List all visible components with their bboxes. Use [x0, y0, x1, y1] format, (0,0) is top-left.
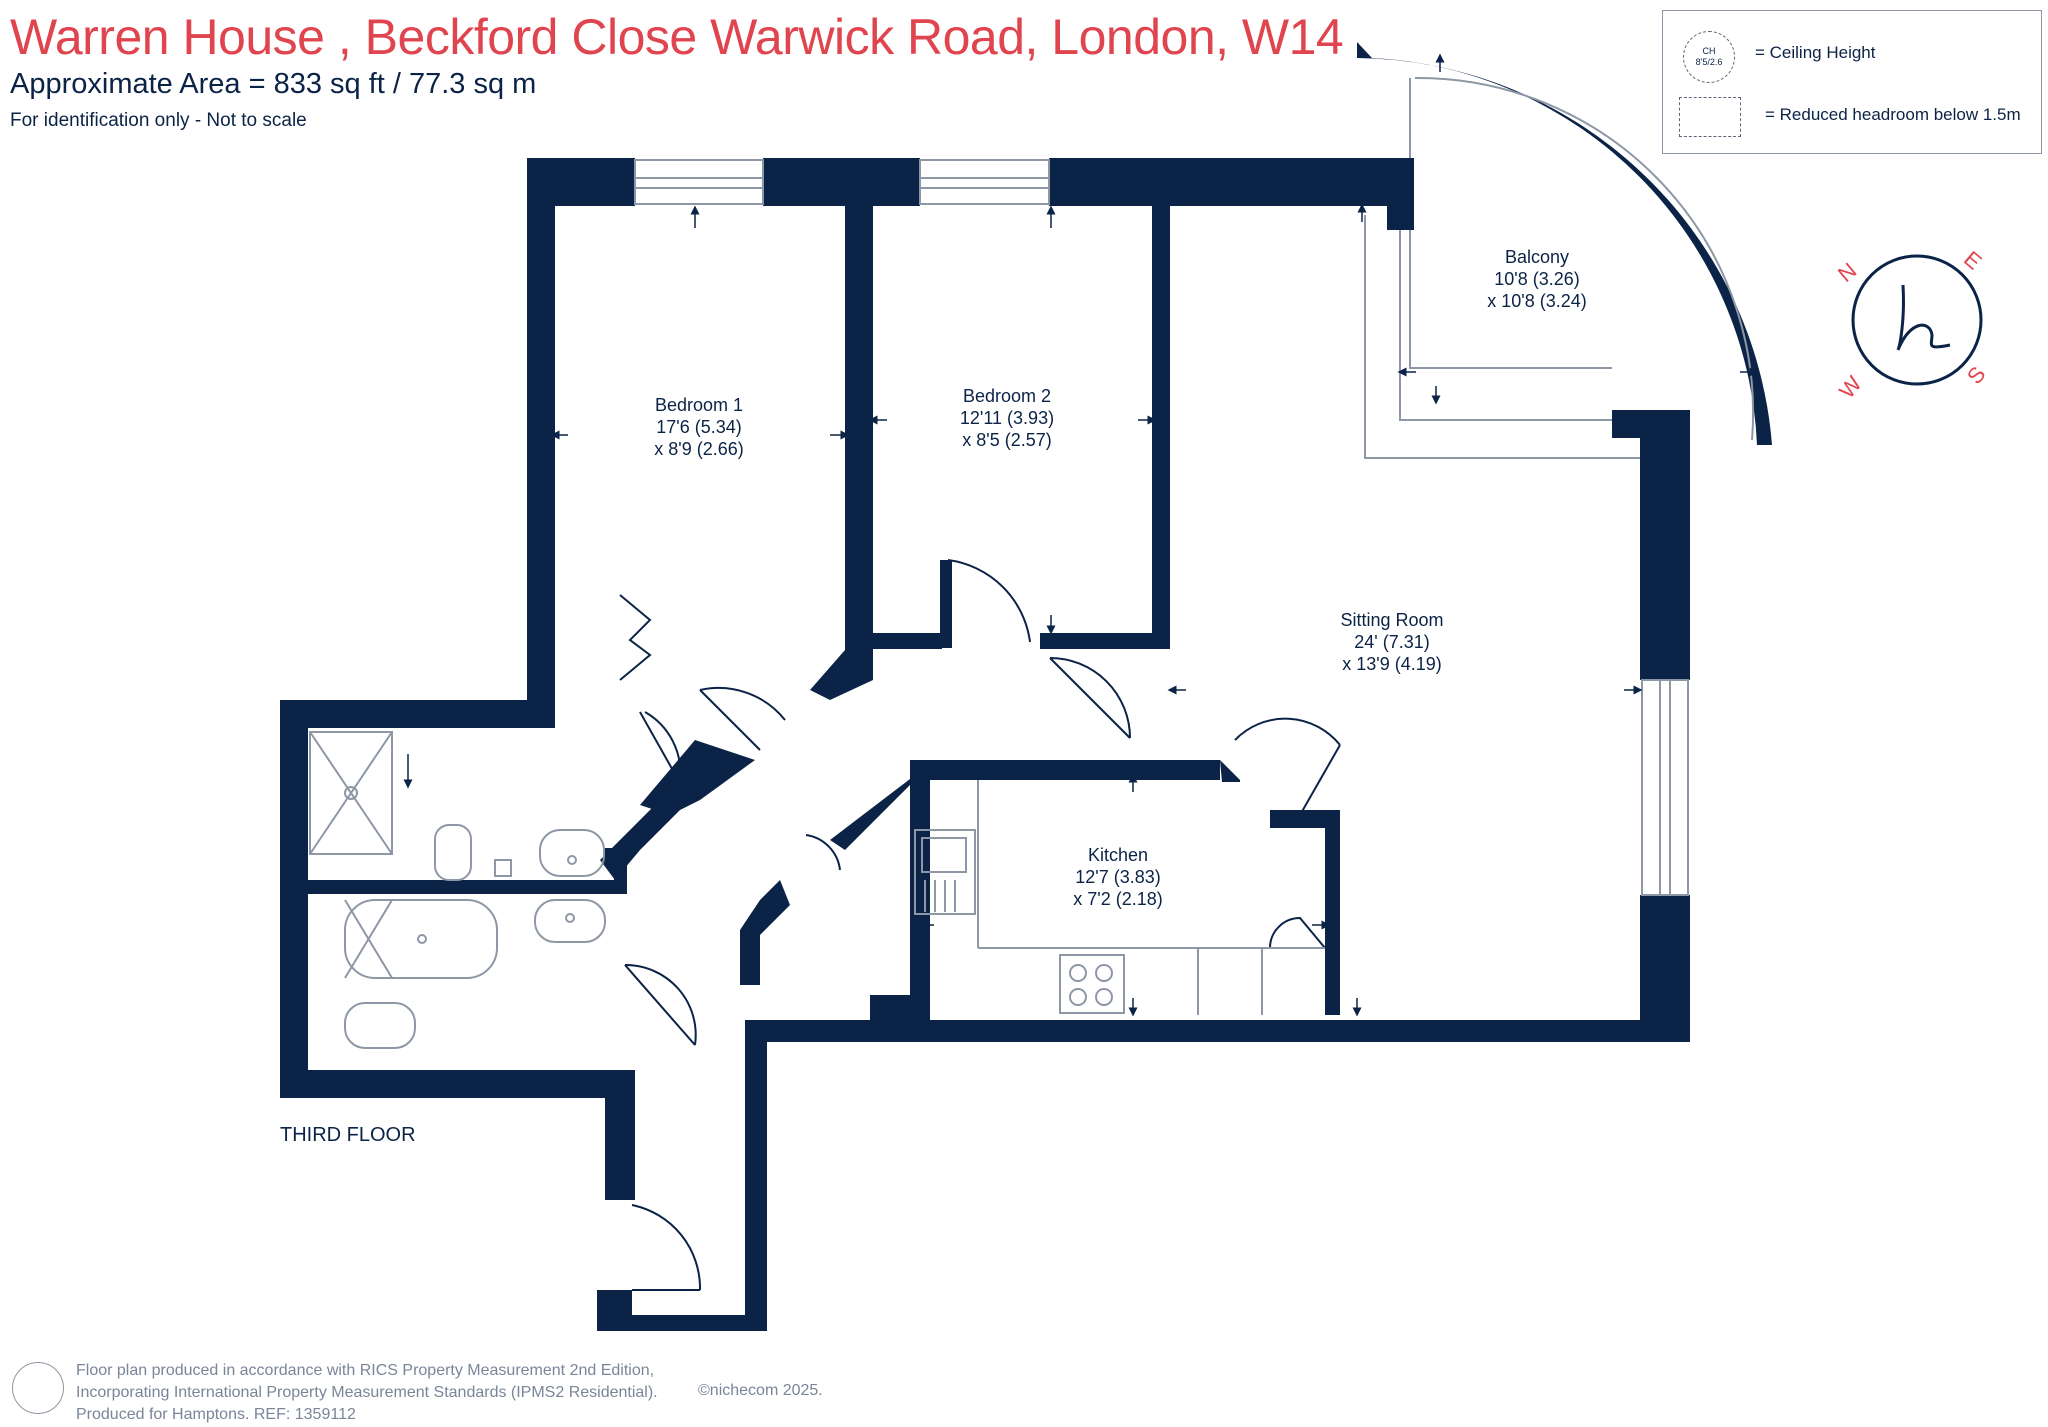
footer-line-3: Produced for Hamptons. REF: 1359112: [76, 1406, 356, 1423]
bath: [344, 899, 498, 979]
ch-symbol-bottom: 8'5/2.6: [1695, 57, 1723, 67]
kitchen-dim1: 12'7 (3.83): [1075, 867, 1161, 887]
legend: CH 8'5/2.6 = Ceiling Height = Reduced he…: [1662, 10, 2042, 154]
balcony-dim1: 10'8 (3.26): [1494, 269, 1580, 289]
room-bedroom1: Bedroom 1 17'6 (5.34) x 8'9 (2.66): [654, 395, 743, 459]
toilet-2: [344, 1002, 416, 1049]
room-sitting: Sitting Room 24' (7.31) x 13'9 (4.19): [1340, 610, 1443, 674]
bedroom1-dim1: 17'6 (5.34): [656, 417, 742, 437]
balcony-name: Balcony: [1505, 247, 1569, 267]
reduced-headroom-symbol: [1679, 97, 1741, 137]
balcony-outline: [1357, 42, 1772, 445]
basin-2: [534, 899, 606, 943]
sitting-dim1: 24' (7.31): [1354, 632, 1429, 652]
bedroom2-dim2: x 8'5 (2.57): [962, 430, 1051, 450]
footer-line-2: Incorporating International Property Mea…: [76, 1384, 658, 1401]
ceiling-height-symbol: CH 8'5/2.6: [1683, 31, 1735, 83]
basin-1: [539, 829, 605, 877]
room-bedroom2: Bedroom 2 12'11 (3.93) x 8'5 (2.57): [960, 386, 1054, 450]
hob: [1059, 954, 1125, 1014]
balcony-dim2: x 10'8 (3.24): [1487, 291, 1587, 311]
doors: [619, 559, 1341, 1291]
toilet-1: [434, 824, 472, 881]
reduced-headroom-label: = Reduced headroom below 1.5m: [1765, 105, 2021, 124]
room-balcony: Balcony 10'8 (3.26) x 10'8 (3.24): [1487, 247, 1587, 311]
scale-note: For identification only - Not to scale: [10, 110, 307, 131]
compass-s: S: [1962, 362, 1991, 389]
kitchen-name: Kitchen: [1088, 845, 1148, 865]
windows: [634, 159, 1689, 896]
balcony-inner-line-4: [1364, 215, 1640, 459]
footer-text: Floor plan produced in accordance with R…: [76, 1360, 658, 1426]
compass-n: N: [1833, 258, 1861, 287]
footer-brand: ©nichecom 2025.: [698, 1382, 823, 1399]
kitchen-dim2: x 7'2 (2.18): [1073, 889, 1162, 909]
shower-tray: [309, 731, 393, 855]
balcony-inner-line-3: [1399, 230, 1612, 421]
floor-label: THIRD FLOOR: [280, 1124, 416, 1146]
sitting-name: Sitting Room: [1340, 610, 1443, 630]
person-icon: [12, 1362, 64, 1414]
page-title: Warren House , Beckford Close Warwick Ro…: [10, 9, 1344, 65]
measure-arrows: [403, 53, 1759, 1017]
bedroom1-dim2: x 8'9 (2.66): [654, 439, 743, 459]
compass: N E S W: [1833, 246, 1990, 403]
compass-e: E: [1959, 246, 1986, 275]
sink: [914, 829, 976, 915]
compass-circle-icon: [1851, 254, 1983, 386]
compass-w: W: [1834, 371, 1867, 403]
footer-line-1: Floor plan produced in accordance with R…: [76, 1362, 655, 1379]
room-kitchen: Kitchen 12'7 (3.83) x 7'2 (2.18): [1073, 845, 1162, 909]
ch-symbol-top: CH: [1702, 46, 1716, 56]
sitting-dim2: x 13'9 (4.19): [1342, 654, 1442, 674]
ceiling-height-label: = Ceiling Height: [1755, 43, 1876, 62]
bedroom2-dim1: 12'11 (3.93): [960, 408, 1054, 428]
area-subtitle: Approximate Area = 833 sq ft / 77.3 sq m: [10, 68, 537, 100]
fixtures: [309, 731, 1325, 1049]
bedroom2-name: Bedroom 2: [963, 386, 1051, 406]
walls: [280, 158, 1690, 1331]
balcony-inner-line: [1414, 76, 1755, 441]
logo-monogram-icon: [1896, 284, 1951, 351]
bedroom1-name: Bedroom 1: [655, 395, 743, 415]
